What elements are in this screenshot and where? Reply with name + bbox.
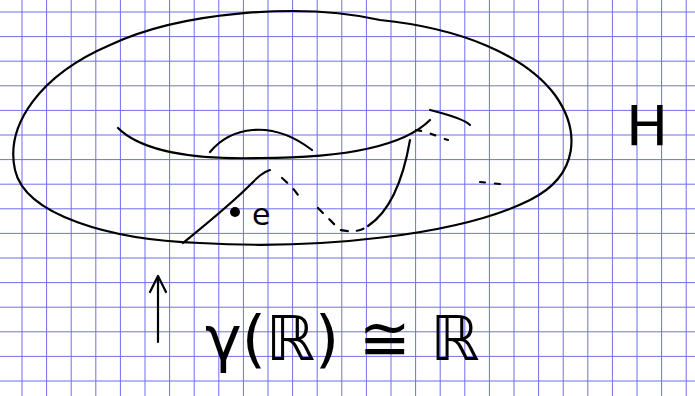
subgroup-curve-dash: [416, 130, 500, 184]
subgroup-curve-back: [368, 140, 410, 226]
point-label: e: [252, 200, 270, 230]
pointer-arrowhead: [150, 276, 166, 292]
grid-line: [612, 0, 613, 396]
fragment-label: H: [626, 98, 668, 154]
pointer-arrow: [157, 278, 159, 342]
grid-line: [22, 0, 23, 396]
grid-line: [0, 159, 695, 160]
grid-line: [587, 0, 588, 396]
identity-point: [230, 207, 240, 217]
torus-hole-lower: [118, 120, 430, 158]
grid-line: [0, 36, 695, 37]
grid-line: [661, 0, 662, 396]
grid-line: [0, 208, 695, 209]
grid-line: [0, 282, 695, 283]
grid-line: [0, 110, 695, 111]
grid-line: [46, 0, 47, 396]
formula-label: γ(ℝ) ≅ ℝ: [205, 308, 480, 370]
grid-line: [95, 0, 96, 396]
grid-line: [0, 12, 695, 13]
grid-line: [71, 0, 72, 396]
grid-line: [0, 258, 695, 259]
torus-outline: [13, 11, 571, 245]
grid-line: [538, 0, 539, 396]
grid-line: [637, 0, 638, 396]
grid-line: [563, 0, 564, 396]
subgroup-curve: [183, 170, 270, 243]
grid-line: [489, 0, 490, 396]
grid-line: [169, 0, 170, 396]
grid-line: [120, 0, 121, 396]
grid-line: [686, 0, 687, 396]
torus-hole-upper: [210, 130, 312, 152]
grid-line: [0, 85, 695, 86]
grid-line: [0, 233, 695, 234]
grid-line: [145, 0, 146, 396]
grid-line: [194, 0, 195, 396]
grid-line: [0, 135, 695, 136]
subgroup-curve-hidden: [282, 178, 368, 231]
grid-line: [0, 184, 695, 185]
grid-line: [0, 61, 695, 62]
grid-line: [0, 381, 695, 382]
torus-hole-rim: [430, 110, 470, 125]
